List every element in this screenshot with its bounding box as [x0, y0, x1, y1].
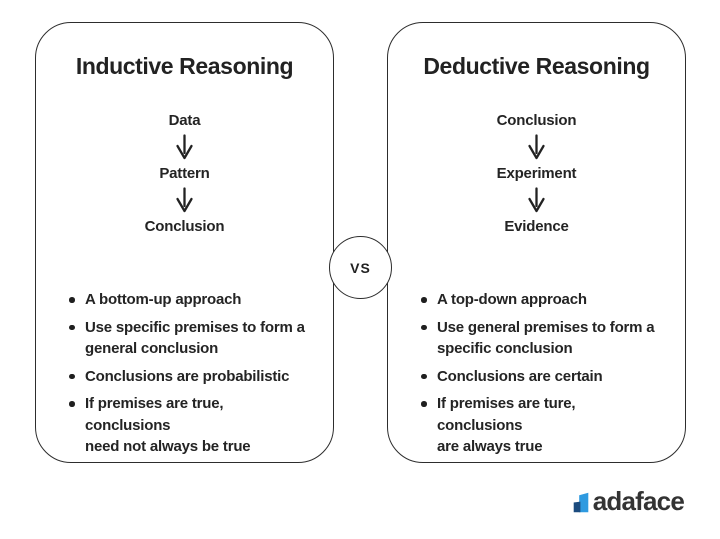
adaface-logo-text: adaface	[592, 486, 685, 516]
adaface-logo-icon	[573, 489, 589, 513]
vs-badge: VS	[329, 236, 392, 299]
flow-step-pattern: Pattern	[159, 165, 210, 182]
adaface-logo: adaface	[573, 486, 685, 516]
bullet-item: Conclusions are probabilistic	[66, 366, 312, 388]
deductive-card-title: Deductive Reasoning	[423, 53, 650, 79]
bullet-item: A bottom-up approach	[66, 289, 312, 311]
inductive-card-title: Inductive Reasoning	[75, 53, 294, 79]
flow-step-data: Data	[168, 112, 201, 129]
bullet-item: A top-down approach	[418, 289, 664, 311]
inductive-flow-diagram: Data Pattern Conclusion	[36, 111, 333, 236]
bullet-item: Use general premises to form a specific …	[418, 317, 664, 360]
flow-step-conclusion: Conclusion	[144, 218, 225, 235]
flow-step-conclusion: Conclusion	[496, 112, 577, 129]
bullet-item: If premises are true, conclusions need n…	[66, 393, 312, 458]
flow-step-experiment: Experiment	[496, 165, 577, 182]
arrow-down-icon	[174, 187, 195, 213]
bullet-item: Use specific premises to form a general …	[66, 317, 312, 360]
inductive-reasoning-card: Inductive Reasoning Data Pattern Conclus…	[35, 22, 334, 463]
deductive-reasoning-card: Deductive Reasoning Conclusion Experimen…	[387, 22, 686, 463]
inductive-bullet-list: A bottom-up approach Use specific premis…	[66, 289, 312, 458]
deductive-bullet-list: A top-down approach Use general premises…	[418, 289, 664, 458]
flow-step-evidence: Evidence	[504, 218, 569, 235]
deductive-flow-diagram: Conclusion Experiment Evidence	[388, 111, 685, 236]
arrow-down-icon	[526, 134, 547, 160]
arrow-down-icon	[526, 187, 547, 213]
bullet-item: Conclusions are certain	[418, 366, 664, 388]
bullet-item: If premises are ture, conclusions are al…	[418, 393, 664, 458]
arrow-down-icon	[174, 134, 195, 160]
